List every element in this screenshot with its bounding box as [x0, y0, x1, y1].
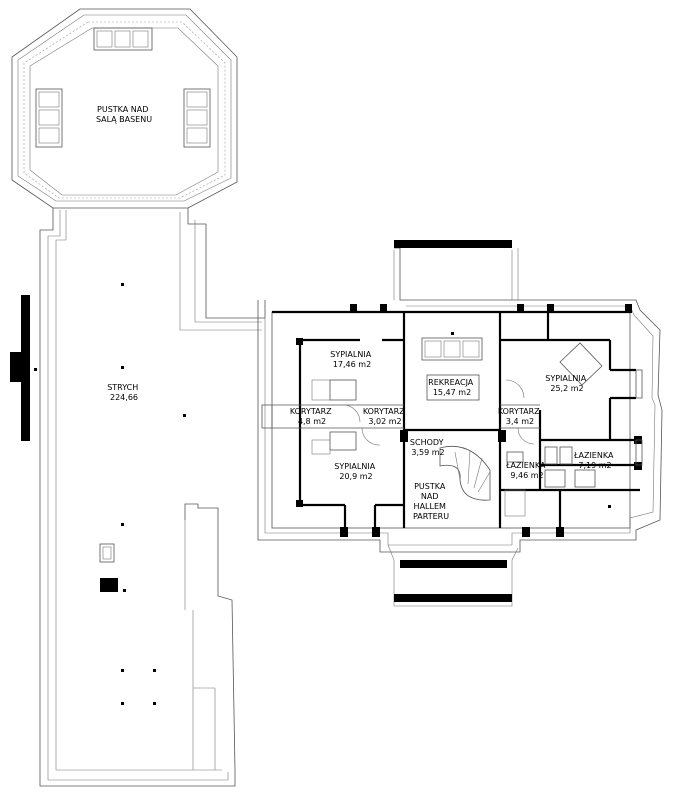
- pool-void-outline: [11, 8, 238, 209]
- room-label-strych: STRYCH 224,66: [107, 383, 141, 402]
- upper-floor-outline: [257, 240, 663, 607]
- room-label-sypialnia-3: SYPIALNIA 20,9 m2: [334, 462, 377, 481]
- attic-outline: [10, 208, 266, 787]
- room-label-pustka-basen: PUSTKA NAD SALĄ BASENU: [96, 105, 152, 124]
- room-label-schody: SCHODY 3,59 m2: [410, 438, 446, 457]
- room-label-korytarz-3: KORYTARZ 3,4 m2: [498, 407, 542, 426]
- room-label-lazienka-1: ŁAZIENKA 7,19 m2: [573, 451, 616, 470]
- room-label-sypialnia-2: SYPIALNIA 25,2 m2: [545, 374, 588, 393]
- room-label-pustka-hall: PUSTKA NAD HALLEM PARTERU: [413, 482, 449, 521]
- room-label-lazienka-2: ŁAZIENKA 9,46 m2: [505, 461, 548, 480]
- room-label-rekreacja: REKREACJA 15,47 m2: [428, 378, 476, 397]
- room-label-korytarz-1: KORYTARZ 4,8 m2: [290, 407, 334, 426]
- room-label-korytarz-2: KORYTARZ 3,02 m2: [363, 407, 407, 426]
- room-label-sypialnia-1: SYPIALNIA 17,46 m2: [330, 350, 373, 369]
- room-labels: PUSTKA NAD SALĄ BASENU STRYCH 224,66 SYP…: [96, 105, 616, 521]
